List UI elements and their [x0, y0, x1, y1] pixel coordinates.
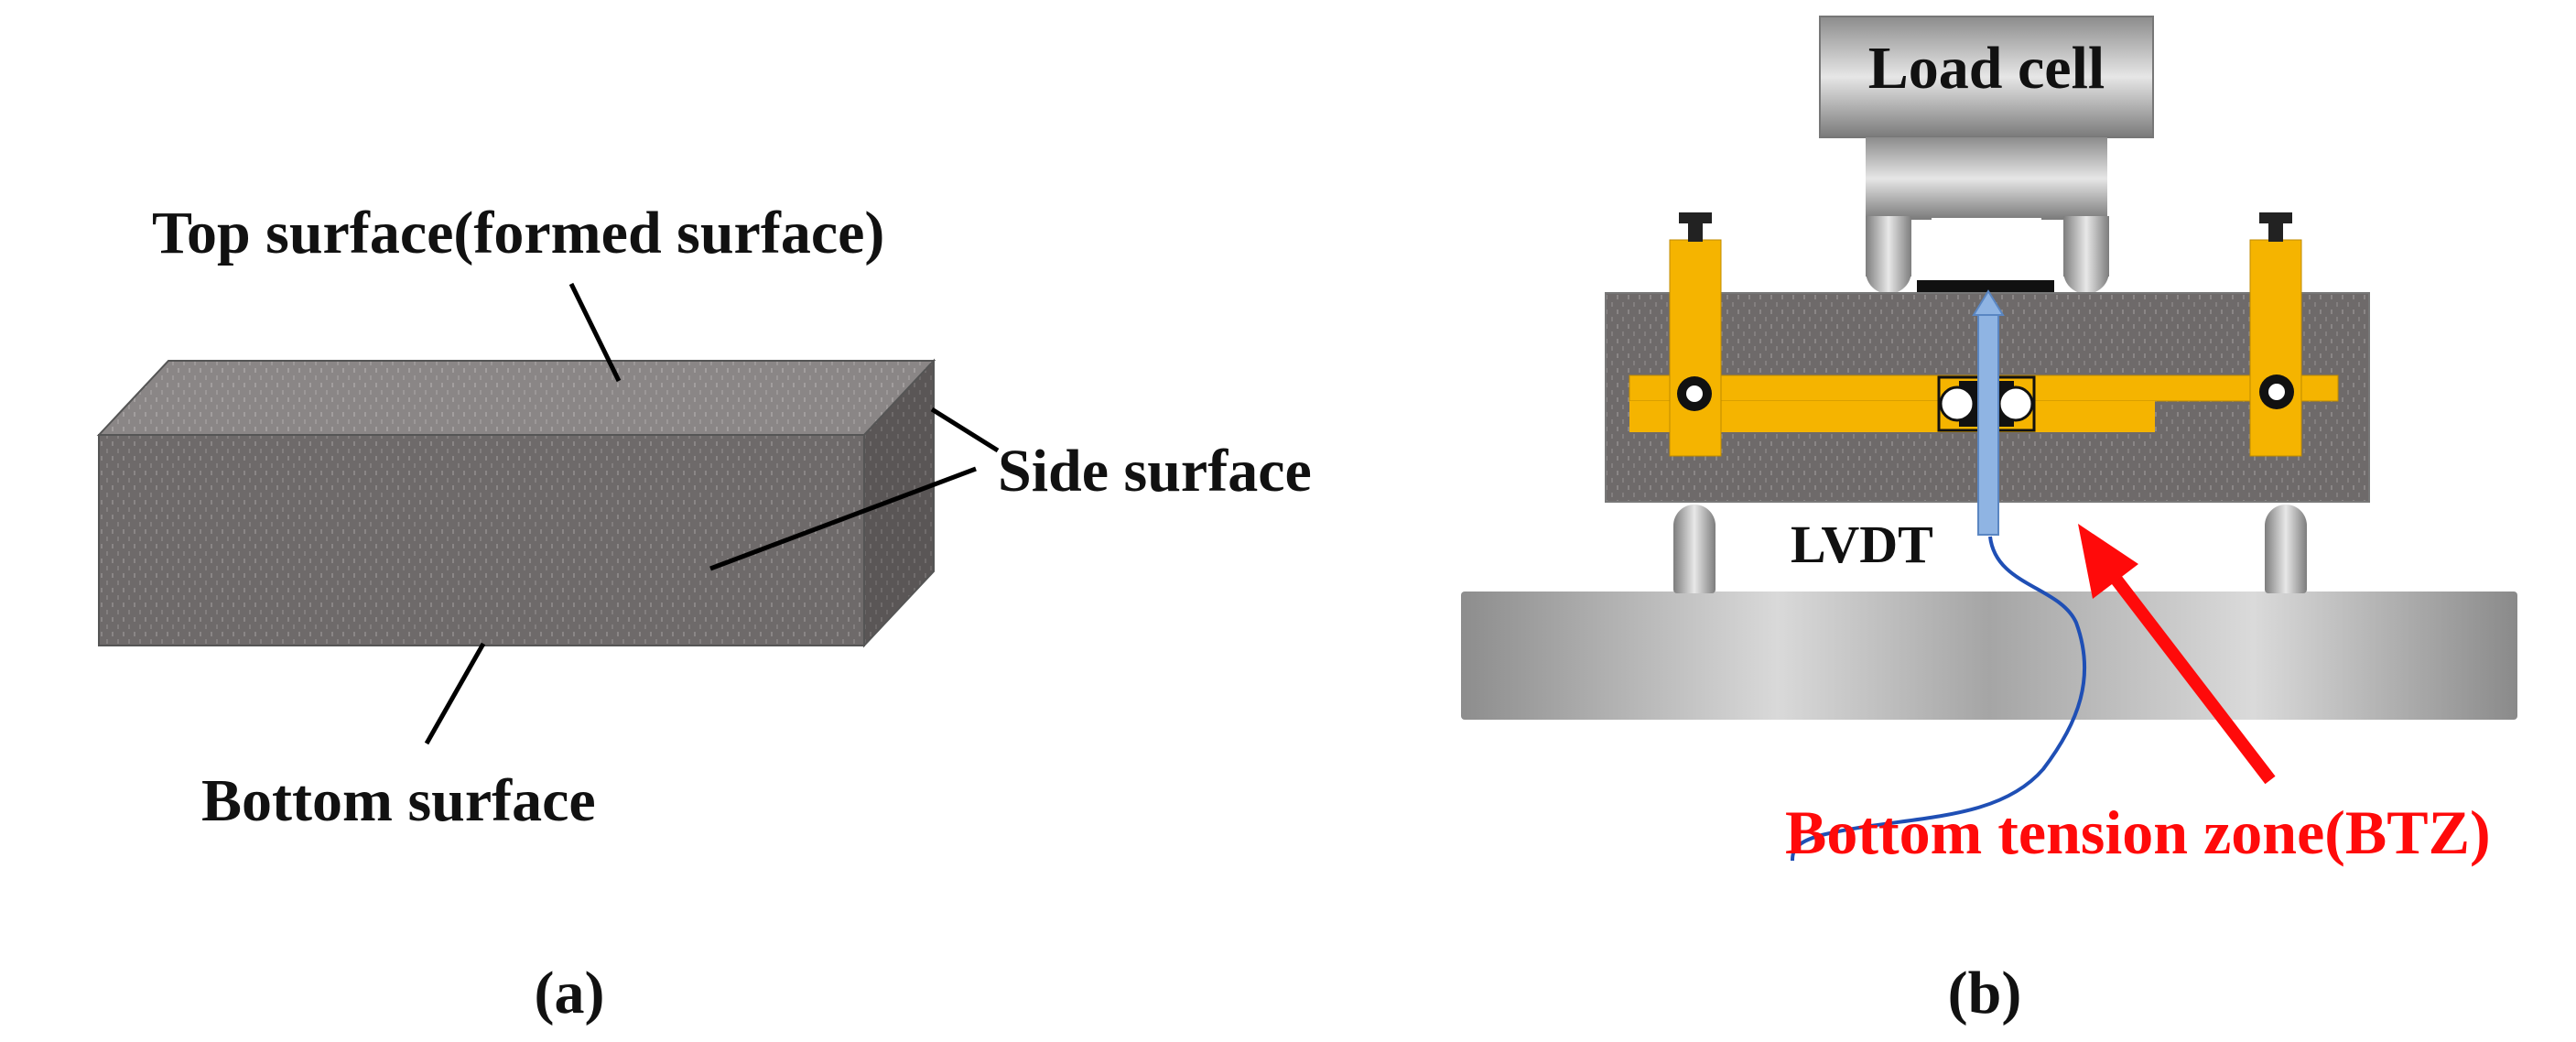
lvdt-tip-icon — [1972, 289, 2005, 316]
bottom-surface-label: Bottom surface — [201, 767, 596, 834]
left-loading-roller — [1866, 216, 1911, 294]
load-cell-yoke — [1866, 137, 2107, 220]
loading-plate — [1917, 280, 2054, 293]
right-clamp-screw-icon — [2259, 212, 2292, 242]
lvdt-label: LVDT — [1791, 515, 1933, 574]
side-surface-label: Side surface — [998, 438, 1312, 505]
left-clamp-screw-icon — [1679, 212, 1712, 242]
panel-a: Top surface(formed surface) Side surface… — [96, 200, 1312, 1026]
specimen-prism — [96, 358, 936, 648]
btz-label: Bottom tension zone(BTZ) — [1785, 798, 2491, 867]
side-leader-line-2 — [709, 466, 977, 571]
prism-side-face — [863, 358, 935, 648]
lvdt-rod — [1977, 310, 1999, 536]
prism-front-face — [98, 434, 865, 646]
right-support-roller — [2265, 505, 2307, 593]
caption-a: (a) — [535, 960, 605, 1026]
left-support-roller — [1673, 505, 1716, 593]
side-leader-line-1 — [930, 407, 1000, 453]
left-pivot-icon — [1677, 376, 1712, 411]
load-cell-label: Load cell — [1868, 35, 2105, 102]
lvdt-wire — [1791, 536, 2087, 862]
right-pivot-icon — [2259, 374, 2294, 409]
top-surface-label: Top surface(formed surface) — [152, 200, 884, 266]
top-leader-line — [568, 282, 622, 383]
caption-b: (b) — [1948, 960, 2022, 1026]
load-cell-yoke-gap — [1932, 218, 2041, 284]
right-loading-roller — [2063, 216, 2109, 294]
btz-arrow — [2078, 524, 2276, 785]
prism-top-face — [96, 360, 936, 436]
panel-b: Load cell LVDT Bottom tension zone(BTZ) … — [1461, 16, 2517, 1026]
base-plate — [1461, 592, 2517, 720]
bottom-leader-line — [424, 642, 486, 745]
load-cell — [1819, 16, 2154, 138]
